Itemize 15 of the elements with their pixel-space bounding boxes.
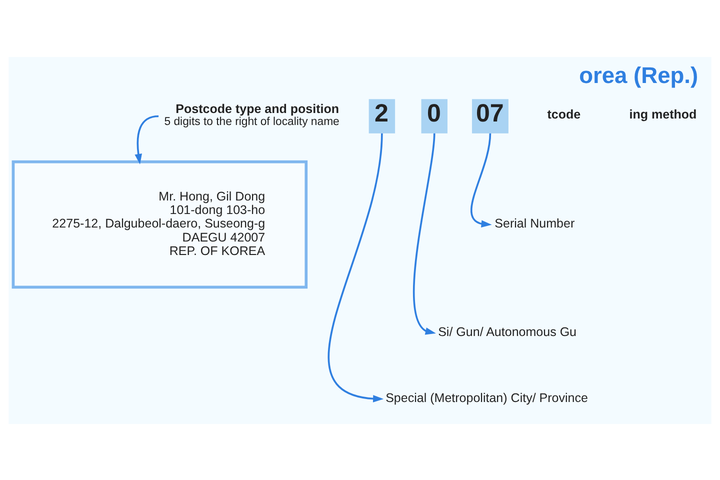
diagram-title: orea (Rep.): [579, 62, 698, 88]
node-text: Si/ Gun/ Autonomous Gu: [438, 324, 577, 339]
node-box: 0: [421, 98, 448, 133]
label: ing method: [629, 106, 697, 121]
node-box: Mr. Hong, Gil Dong 101-dong 103-ho 2275-12, Dalgubeol-daero, Suseong-g DAEGU 42007 REP. OF KOREA: [12, 160, 308, 288]
node-text: Serial Number: [494, 216, 575, 230]
label: tcode: [547, 106, 581, 121]
arrow: [134, 114, 159, 164]
node-text: Special (Metropolitan) City/ Province: [386, 390, 588, 405]
arrow: [470, 132, 492, 227]
node-box: 2: [368, 98, 396, 133]
arrow: [413, 132, 436, 334]
node-text: Postcode type and position 5 digits to the right of locality name: [164, 102, 340, 128]
arrow: [328, 132, 384, 402]
node-box: 07: [472, 98, 508, 133]
